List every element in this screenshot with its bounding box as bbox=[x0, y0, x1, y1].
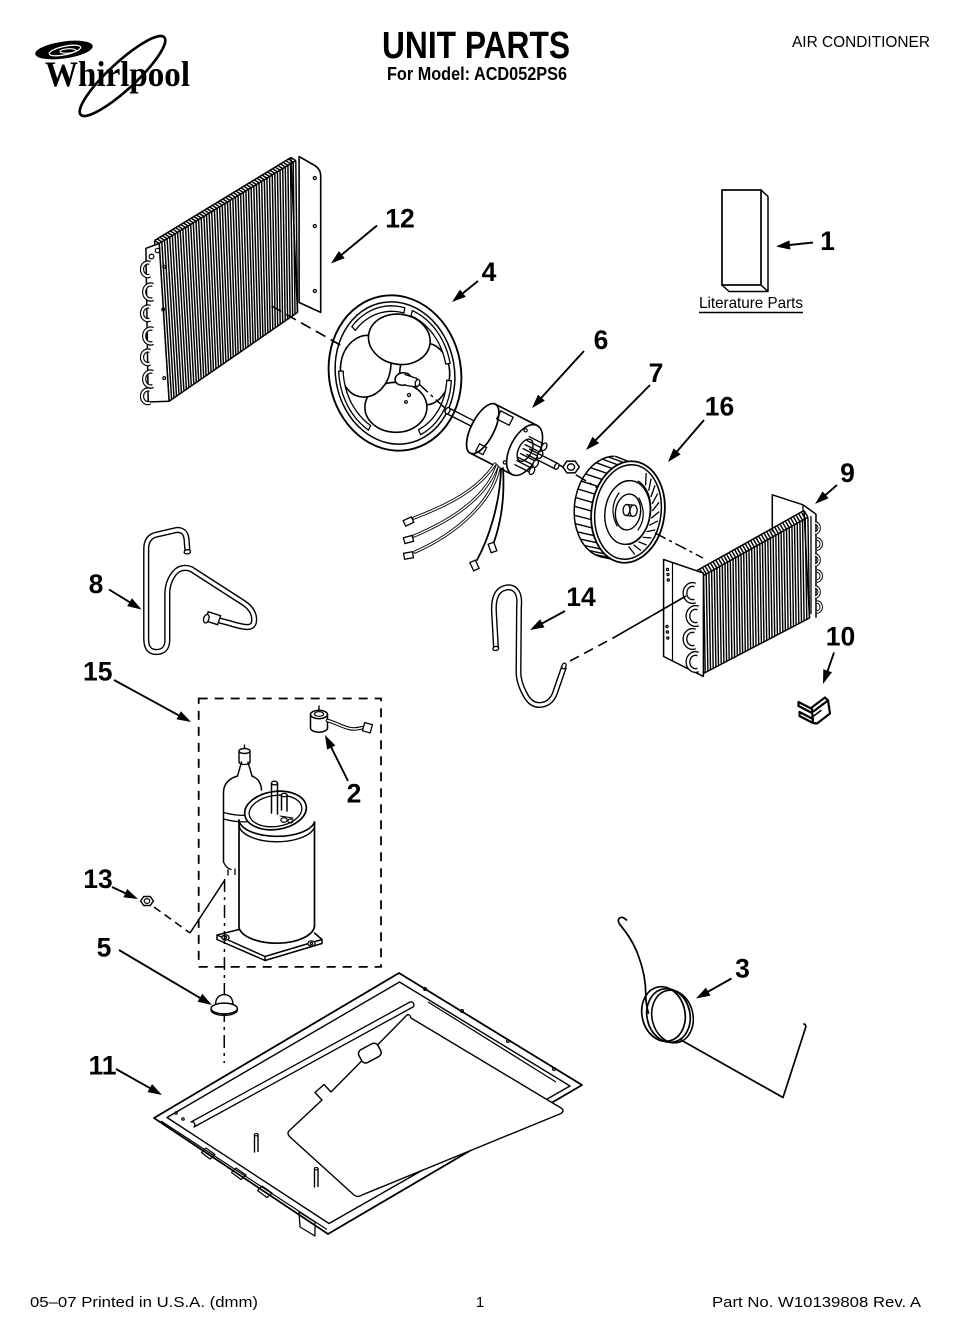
svg-text:10: 10 bbox=[826, 622, 855, 652]
svg-text:6: 6 bbox=[594, 325, 609, 355]
svg-text:5: 5 bbox=[97, 933, 112, 963]
svg-text:Literature Parts: Literature Parts bbox=[699, 295, 803, 312]
svg-text:UNIT PARTS: UNIT PARTS bbox=[382, 25, 570, 67]
svg-text:8: 8 bbox=[89, 569, 104, 599]
svg-text:2: 2 bbox=[347, 779, 362, 809]
svg-text:1: 1 bbox=[820, 226, 835, 256]
svg-text:9: 9 bbox=[840, 458, 855, 488]
svg-text:Part No. W10139808 Rev. A: Part No. W10139808 Rev. A bbox=[712, 1294, 921, 1311]
svg-text:14: 14 bbox=[566, 582, 596, 612]
svg-text:Whirlpool: Whirlpool bbox=[45, 54, 190, 94]
svg-text:For Model: ACD052PS6: For Model: ACD052PS6 bbox=[387, 64, 567, 84]
svg-text:3: 3 bbox=[735, 954, 750, 984]
svg-text:11: 11 bbox=[88, 1051, 116, 1081]
svg-text:16: 16 bbox=[705, 392, 734, 422]
svg-text:05–07 Printed in U.S.A. (dmm): 05–07 Printed in U.S.A. (dmm) bbox=[30, 1294, 258, 1311]
svg-text:1: 1 bbox=[476, 1294, 484, 1311]
svg-text:AIR CONDITIONER: AIR CONDITIONER bbox=[792, 34, 930, 51]
svg-text:4: 4 bbox=[482, 257, 497, 287]
svg-text:7: 7 bbox=[649, 358, 664, 388]
svg-text:15: 15 bbox=[83, 657, 112, 687]
svg-text:12: 12 bbox=[385, 204, 414, 234]
svg-text:13: 13 bbox=[83, 864, 112, 894]
